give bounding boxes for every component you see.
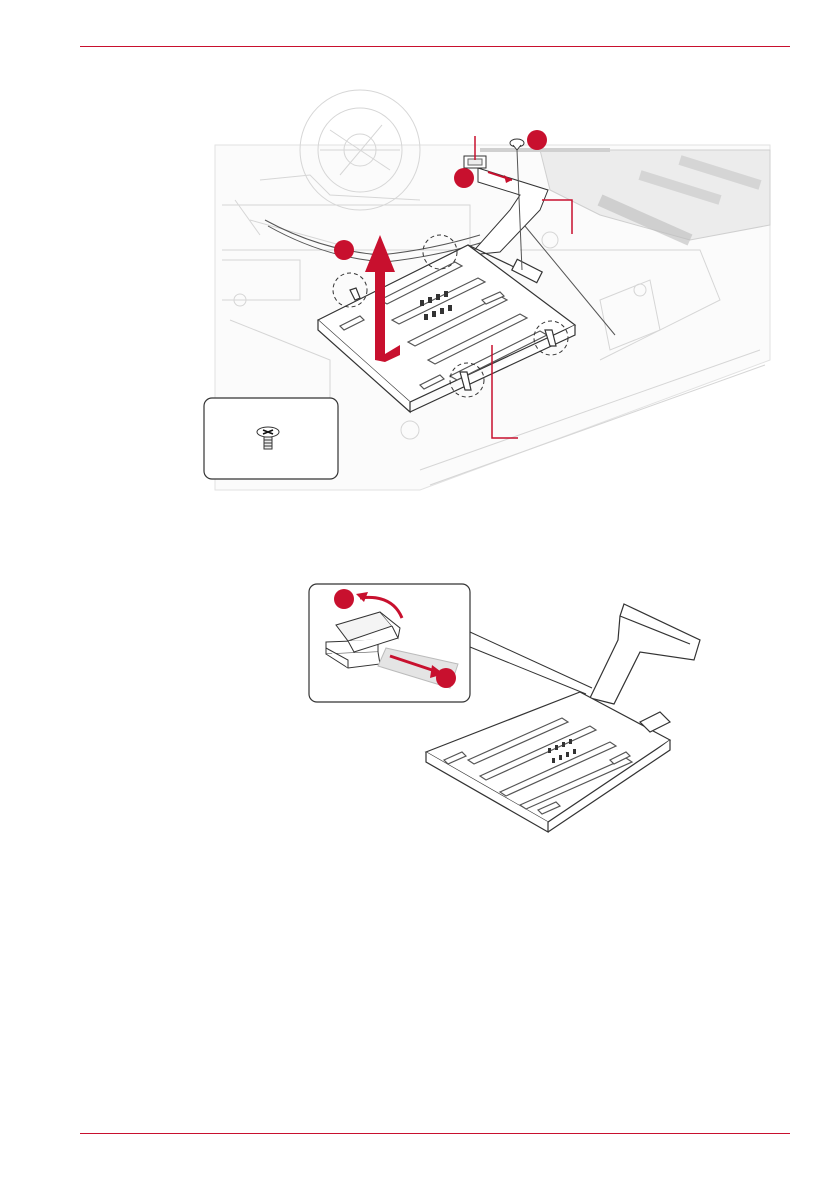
red-step-dot-2 [454, 168, 474, 188]
smart-card-reader-detached [426, 692, 670, 832]
zoom-lines [470, 632, 592, 694]
red-step-dot-a [334, 589, 354, 609]
red-step-dot-b [436, 668, 456, 688]
ribbon-cable [590, 604, 700, 704]
red-step-dot-3 [334, 240, 354, 260]
footer-rule [80, 1133, 790, 1134]
connector-zoom-box [309, 584, 470, 702]
screw-legend-box [204, 398, 338, 479]
red-step-dot-1 [527, 130, 547, 150]
